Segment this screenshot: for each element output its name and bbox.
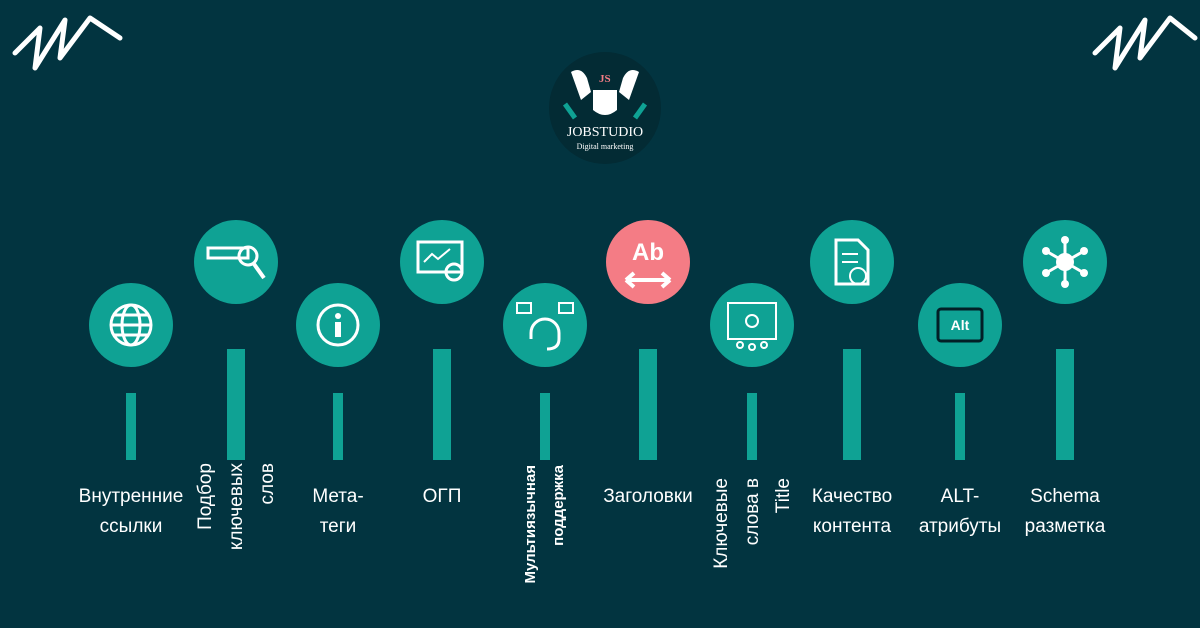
label-line: слова в xyxy=(741,478,763,546)
label-line: ОГП xyxy=(422,486,462,507)
label-line: Мультиязычная xyxy=(522,465,539,584)
label-line: Качество xyxy=(811,486,893,507)
label-line: теги xyxy=(319,516,357,537)
browser-keys-icon xyxy=(727,302,777,351)
timeline-bar xyxy=(540,393,550,460)
icon-circle xyxy=(810,220,894,304)
item-label: Мета-теги xyxy=(268,482,408,542)
schema-network-icon xyxy=(1042,236,1088,288)
document-check-icon xyxy=(834,238,870,286)
timeline-bar xyxy=(126,393,136,460)
icon-circle xyxy=(194,220,278,304)
ab-resize-icon: Ab xyxy=(624,239,672,289)
info-icon xyxy=(316,303,360,347)
svg-text:JOBSTUDIO: JOBSTUDIO xyxy=(567,125,643,140)
icon-circle: Ab xyxy=(606,220,690,304)
label-line: ссылки xyxy=(99,516,163,537)
item-label: Schema разметка xyxy=(995,482,1135,542)
label-line: разметка xyxy=(1024,516,1106,537)
label-line: Schema xyxy=(1030,486,1100,507)
timeline-bar xyxy=(747,393,757,460)
label-line: Мета- xyxy=(312,486,364,507)
timeline-bar xyxy=(333,393,343,460)
globe-link-icon xyxy=(109,303,153,347)
svg-text:Digital marketing: Digital marketing xyxy=(577,142,634,151)
squiggle-decoration-left xyxy=(12,15,123,71)
label-line: Заголовки xyxy=(603,486,693,507)
headset-chat-icon xyxy=(516,302,574,351)
label-line: Внутренние xyxy=(78,486,184,507)
item-label: Заголовки xyxy=(578,482,718,512)
alt-tag-icon: Alt xyxy=(936,307,984,343)
icon-circle xyxy=(296,283,380,367)
jobstudio-logo: JS JOBSTUDIO Digital marketing xyxy=(549,52,661,164)
item-label: Мультиязычная поддержка xyxy=(517,465,573,605)
label-line: атрибуты xyxy=(918,516,1002,537)
svg-text:JS: JS xyxy=(599,73,611,85)
timeline-bar xyxy=(227,349,245,460)
timeline-bar xyxy=(955,393,965,460)
label-line: Подбор xyxy=(194,463,216,530)
timeline-bar xyxy=(433,349,451,460)
timeline-bar xyxy=(843,349,861,460)
item-label: Внутренние ссылки xyxy=(61,482,201,542)
timeline-bar xyxy=(1056,349,1074,460)
icon-circle xyxy=(1023,220,1107,304)
label-line: поддержка xyxy=(550,465,567,546)
item-label: ОГП xyxy=(372,482,512,512)
analytics-head-icon xyxy=(416,240,464,282)
label-line: контента xyxy=(812,516,892,537)
item-label: ALT-атрибуты xyxy=(890,482,1030,542)
item-label: Качество контента xyxy=(782,482,922,542)
svg-text:Alt: Alt xyxy=(951,317,970,333)
icon-circle xyxy=(400,220,484,304)
timeline-bar xyxy=(639,349,657,460)
keyword-search-icon xyxy=(206,245,266,280)
squiggle-decoration-right xyxy=(1092,15,1198,71)
icon-circle xyxy=(503,283,587,367)
label-line: ALT- xyxy=(940,486,980,507)
icon-circle: Alt xyxy=(918,283,1002,367)
label-line: ключевых xyxy=(225,463,247,551)
icon-circle xyxy=(89,283,173,367)
icon-circle xyxy=(710,283,794,367)
svg-text:Ab: Ab xyxy=(632,239,664,266)
label-line: Ключевые xyxy=(710,478,732,569)
